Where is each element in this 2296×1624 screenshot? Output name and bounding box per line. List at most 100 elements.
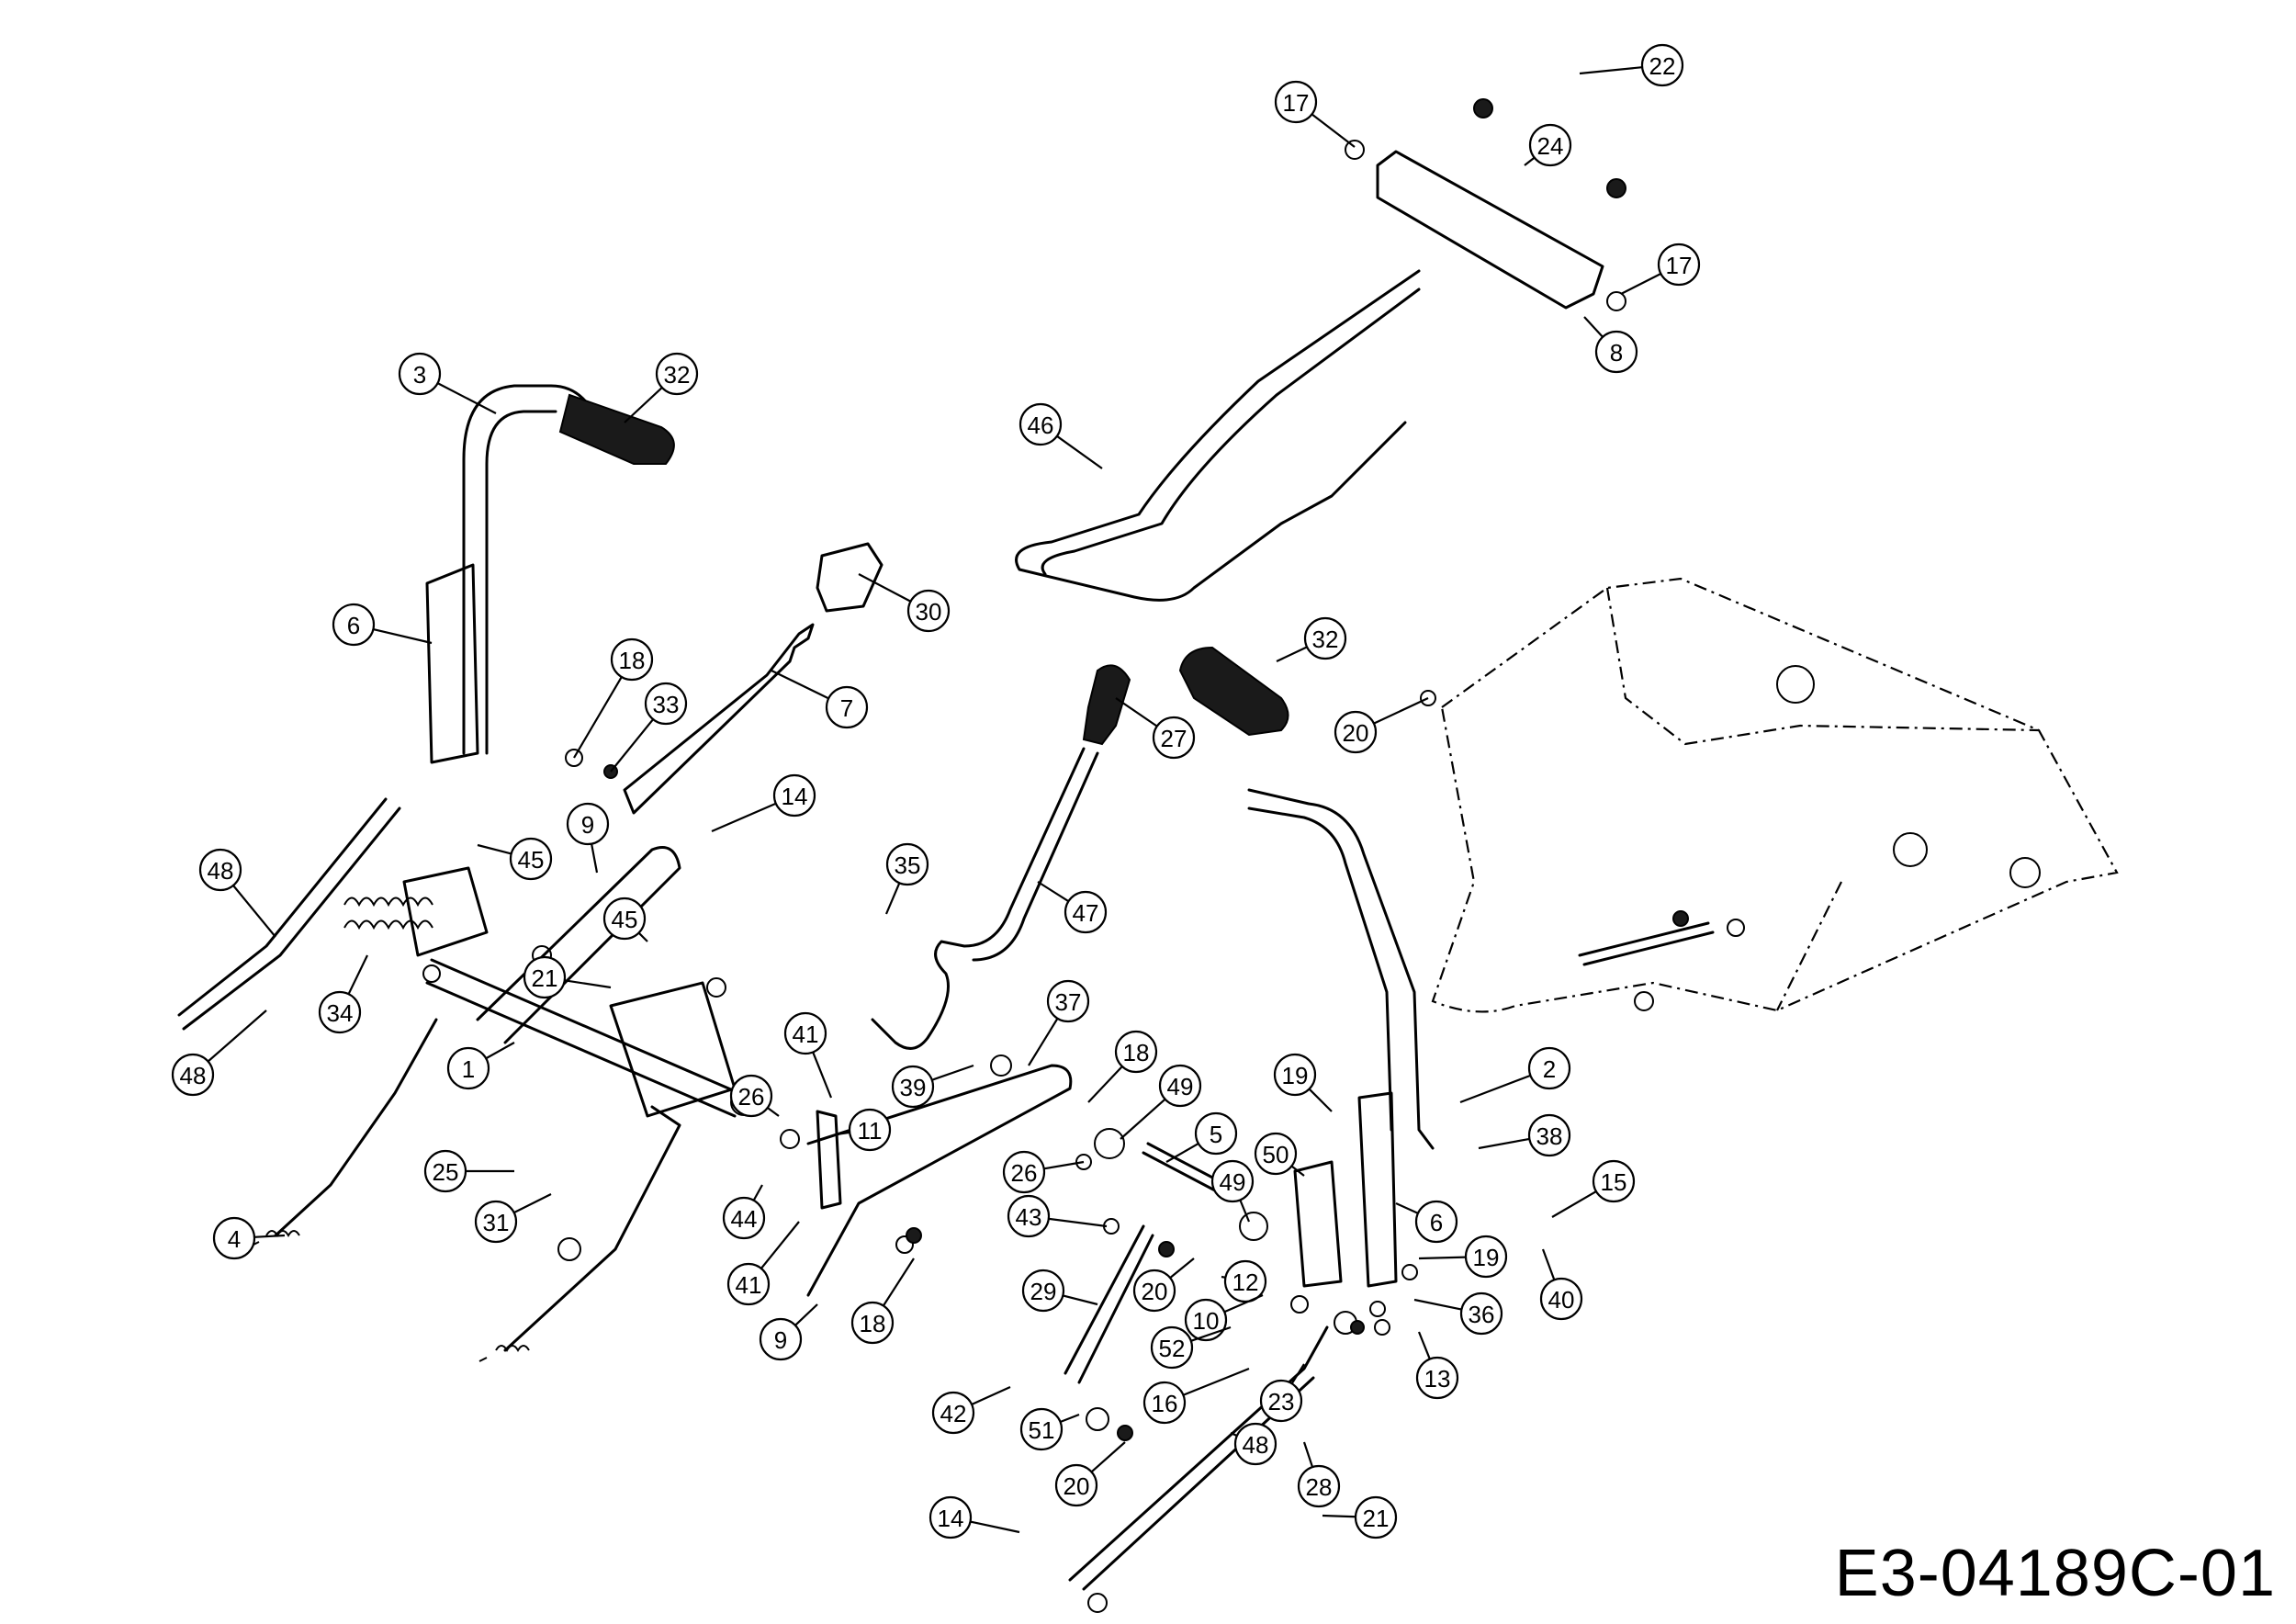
callout-28: 28 [1297, 1441, 1341, 1508]
callout-label: 6 [1430, 1209, 1443, 1236]
callout-48: 48 [171, 1009, 267, 1097]
callout-51: 51 [1019, 1407, 1080, 1451]
part-drawings [177, 150, 2119, 1591]
callout-label: 35 [895, 851, 921, 879]
callout-label: 40 [1548, 1286, 1575, 1314]
callout-label: 16 [1152, 1390, 1178, 1417]
callout-label: 12 [1232, 1269, 1259, 1296]
callout-1: 1 [446, 1042, 515, 1090]
lever-47 [871, 747, 1086, 1050]
callout-label: 43 [1016, 1203, 1042, 1231]
callout-15: 15 [1551, 1159, 1636, 1218]
callout-10: 10 [1184, 1293, 1264, 1342]
callout-39: 39 [891, 1064, 974, 1109]
callout-48: 48 [198, 848, 276, 938]
callout-35: 35 [884, 842, 929, 915]
callout-22: 22 [1579, 43, 1684, 87]
callout-label: 46 [1028, 412, 1054, 439]
callout-label: 17 [1283, 89, 1310, 117]
callout-label: 21 [532, 964, 558, 992]
callout-20: 20 [1132, 1257, 1195, 1313]
grip-left [558, 393, 675, 465]
callout-6: 6 [1395, 1200, 1458, 1244]
callout-19: 19 [1273, 1053, 1333, 1112]
callout-label: 13 [1424, 1365, 1451, 1393]
callout-label: 18 [860, 1310, 886, 1337]
callout-27: 27 [1115, 697, 1196, 760]
callout-9: 9 [566, 802, 610, 874]
callout-label: 28 [1306, 1473, 1333, 1501]
callout-label: 38 [1536, 1122, 1563, 1150]
callout-21: 21 [1322, 1495, 1398, 1539]
callout-label: 41 [736, 1271, 762, 1299]
callout-label: 33 [653, 691, 680, 718]
callout-12: 12 [1221, 1259, 1267, 1303]
callout-label: 49 [1167, 1073, 1194, 1100]
callout-33: 33 [610, 682, 688, 773]
callout-46: 46 [1019, 402, 1103, 469]
callout-49: 49 [1210, 1159, 1255, 1223]
link-arm-lower [806, 1064, 1073, 1297]
callout-label: 20 [1142, 1278, 1168, 1305]
callout-label: 14 [782, 783, 808, 810]
callout-34: 34 [318, 954, 368, 1034]
callout-label: 45 [518, 846, 545, 874]
callout-label: 20 [1064, 1472, 1090, 1500]
callout-17: 17 [1620, 242, 1701, 295]
grip-27 [1082, 664, 1131, 746]
callout-label: 44 [731, 1205, 758, 1233]
callout-23: 23 [1259, 1363, 1305, 1423]
rod-4-lower [503, 1105, 681, 1352]
callout-label: 18 [619, 647, 646, 674]
callout-18: 18 [1087, 1030, 1158, 1103]
callout-label: 42 [940, 1400, 967, 1427]
callout-label: 48 [1243, 1431, 1269, 1459]
callout-24: 24 [1524, 123, 1572, 167]
callout-label: 6 [347, 612, 360, 639]
callout-label: 36 [1469, 1301, 1495, 1328]
callout-label: 51 [1029, 1416, 1055, 1444]
callout-label: 14 [938, 1505, 964, 1532]
callout-40: 40 [1539, 1248, 1583, 1321]
callout-4: 4 [212, 1216, 286, 1260]
callout-20: 20 [1054, 1441, 1126, 1507]
spring-34 [343, 897, 433, 930]
callout-8: 8 [1583, 316, 1638, 374]
callout-label: 32 [1312, 626, 1339, 653]
callout-2: 2 [1459, 1046, 1571, 1104]
callout-31: 31 [474, 1193, 552, 1244]
link-arm-upper [476, 846, 681, 1044]
callout-label: 26 [738, 1083, 765, 1111]
callout-38: 38 [1478, 1113, 1571, 1157]
callout-21: 21 [523, 955, 612, 999]
callout-label: 20 [1343, 719, 1369, 747]
callout-label: 37 [1055, 988, 1082, 1016]
grip-32-right [1178, 646, 1289, 737]
callout-45: 45 [477, 837, 553, 881]
callout-16: 16 [1142, 1367, 1250, 1425]
callout-26: 26 [729, 1074, 780, 1118]
main-shaft [425, 958, 741, 1118]
callout-label: 9 [774, 1326, 787, 1354]
callout-44: 44 [722, 1184, 766, 1240]
callout-label: 41 [793, 1021, 819, 1048]
callout-14: 14 [929, 1495, 1020, 1539]
callout-label: 22 [1649, 52, 1676, 80]
callout-18: 18 [573, 637, 654, 759]
callout-32: 32 [1276, 616, 1347, 662]
callout-label: 48 [208, 857, 234, 885]
callout-label: 24 [1537, 132, 1564, 160]
callout-25: 25 [423, 1149, 514, 1193]
callout-label: 5 [1210, 1121, 1222, 1148]
cover-plate [1431, 577, 2119, 1013]
callout-label: 19 [1282, 1062, 1309, 1089]
callout-49: 49 [1120, 1064, 1202, 1140]
callout-41: 41 [783, 1011, 833, 1099]
lever-2 [1247, 788, 1435, 1150]
bracket-50 [1293, 1160, 1343, 1288]
callout-7: 7 [771, 670, 869, 729]
callout-11: 11 [835, 1108, 892, 1152]
pedal-pad [816, 542, 884, 613]
callout-label: 21 [1363, 1505, 1390, 1532]
callout-label: 11 [858, 1117, 883, 1145]
